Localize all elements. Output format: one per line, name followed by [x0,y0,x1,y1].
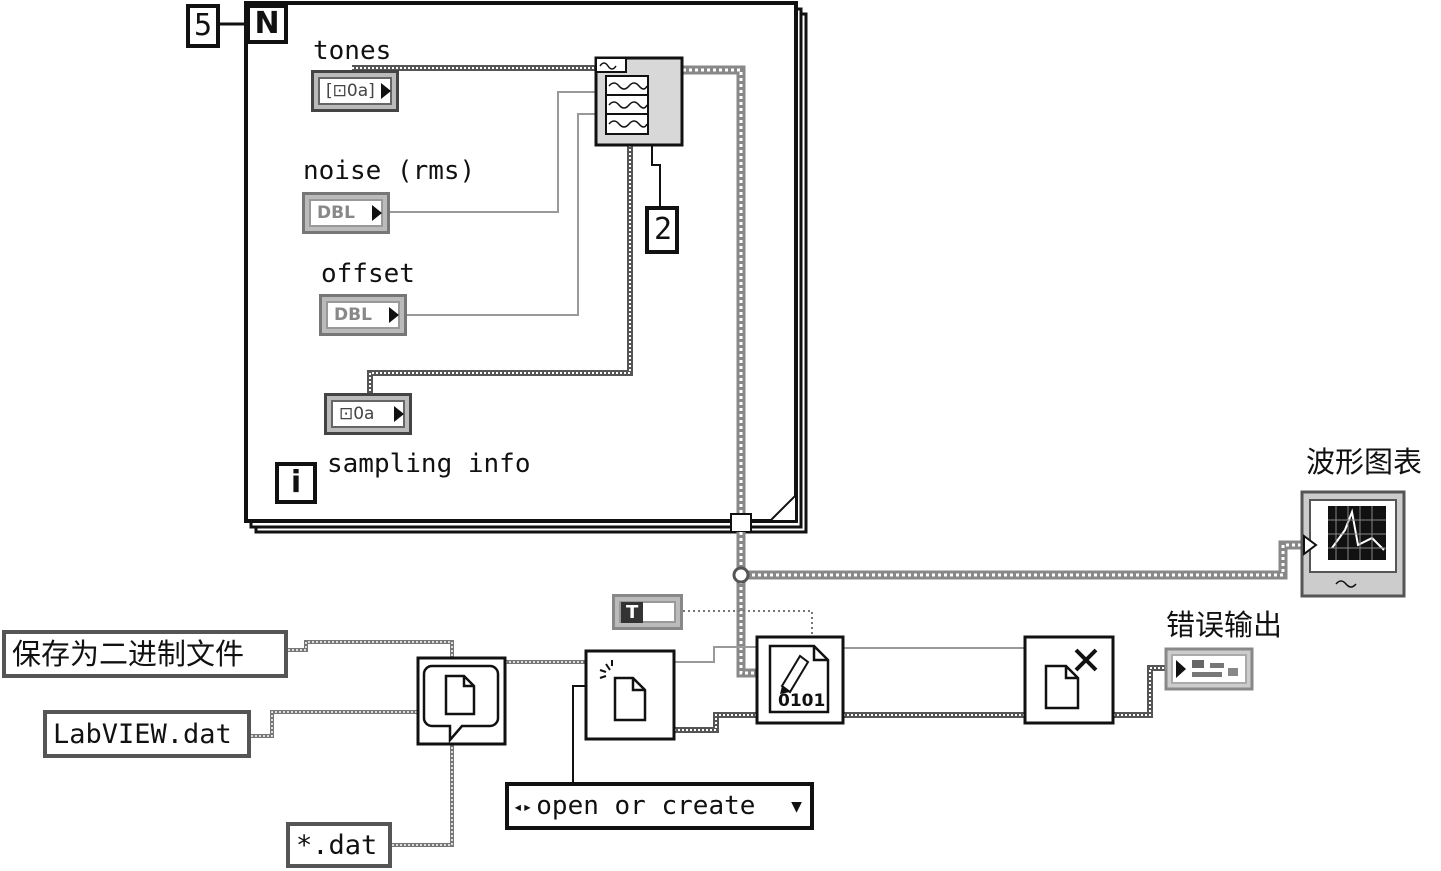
offset-control[interactable]: DBL [319,294,407,336]
write-binary-file-node[interactable] [755,635,845,725]
enum-increment-icon[interactable]: ◂▸ [513,796,533,816]
sampling-arrow-icon [394,406,404,422]
waveform-chart-indicator[interactable] [1300,490,1406,598]
write-binary-icon-text: 0101 [778,691,826,711]
noise-arrow-icon [372,205,382,221]
sampling-info-label: sampling info [327,449,531,479]
noise-type: DBL [309,199,383,227]
file-dialog-node[interactable] [416,656,507,746]
dialog-prompt-constant[interactable]: 保存为二进制文件 [2,630,288,678]
tones-arrow-icon [381,83,391,99]
error-out-indicator[interactable] [1164,647,1254,691]
loop-iteration-terminal: i [275,462,317,504]
loop-count-constant[interactable]: 5 [186,4,220,48]
offset-type: DBL [326,301,400,329]
noise-label: noise (rms) [303,156,476,186]
chevron-down-icon[interactable]: ▼ [791,795,802,817]
operation-enum-value: open or create [536,791,756,821]
channel-constant[interactable]: 2 [645,206,679,254]
offset-arrow-icon [389,307,399,323]
loop-count-terminal: N [246,4,288,44]
true-constant-label: T [621,601,644,623]
noise-control[interactable]: DBL [302,192,390,234]
true-constant[interactable]: T [612,594,683,630]
default-name-constant[interactable]: LabVIEW.dat [43,710,251,758]
tones-type: [⊡0a] [318,77,392,105]
true-constant-inner: T [619,601,676,623]
error-out-label: 错误输出 [1166,608,1283,642]
sampling-type: ⊡0a [331,400,405,428]
chart-label: 波形图表 [1306,445,1423,479]
operation-enum[interactable]: ◂▸ open or create ▼ [505,782,814,830]
offset-label: offset [321,259,415,289]
pattern-constant[interactable]: *.dat [286,822,392,868]
loop-output-tunnel [730,513,752,533]
tones-label: tones [313,36,392,66]
simulate-signal-node[interactable] [594,56,684,147]
sampling-info-control[interactable]: ⊡0a [324,393,412,435]
wire-junction [732,566,750,584]
close-file-node[interactable] [1023,635,1115,725]
open-create-file-node[interactable] [584,649,676,741]
tones-control[interactable]: [⊡0a] [311,70,399,112]
